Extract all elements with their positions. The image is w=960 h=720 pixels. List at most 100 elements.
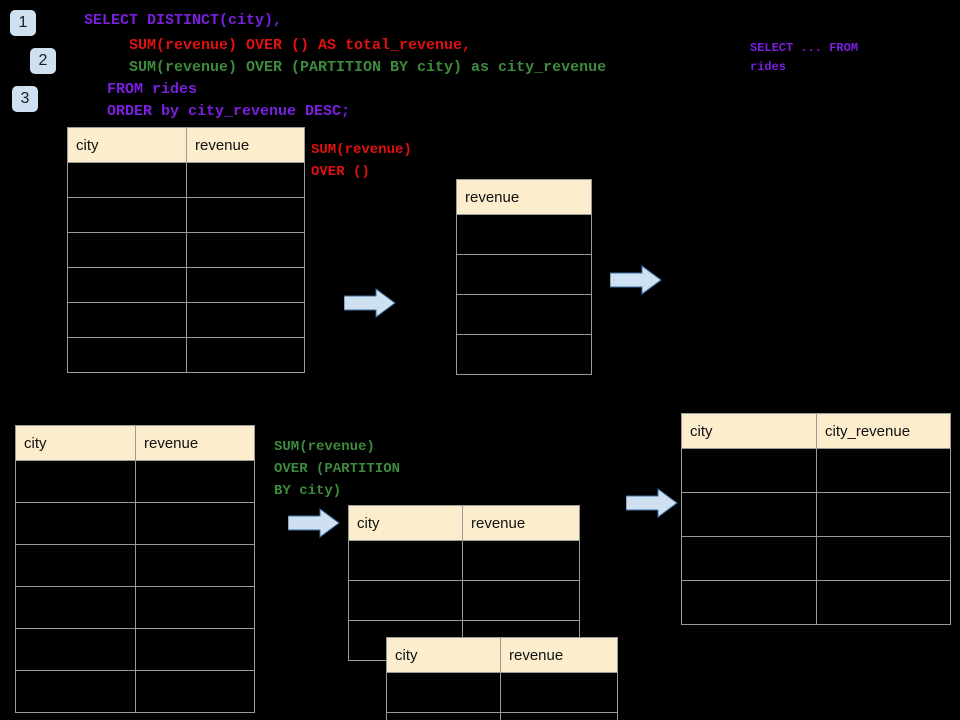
step-badge-2[interactable]: 2 <box>30 48 56 74</box>
table-row <box>15 460 255 503</box>
cell-revenue <box>186 302 305 338</box>
table-row <box>15 628 255 671</box>
table-row <box>456 294 592 335</box>
cell-revenue <box>135 544 255 587</box>
table-header-row: city revenue <box>348 505 580 541</box>
cell-revenue <box>500 672 618 713</box>
table-row <box>456 214 592 255</box>
step-badge-1[interactable]: 1 <box>10 10 36 36</box>
sql-line-city-revenue: SUM(revenue) OVER (PARTITION BY city) as… <box>129 59 607 76</box>
cell-city <box>681 448 817 493</box>
cell-revenue <box>186 232 305 268</box>
cell-revenue <box>135 670 255 713</box>
annotation-city-revenue-line1: SUM(revenue) <box>274 439 375 455</box>
cell-city <box>681 536 817 581</box>
cell-revenue <box>456 214 592 255</box>
column-header-revenue: revenue <box>135 425 255 461</box>
table-row <box>15 502 255 545</box>
column-header-revenue: revenue <box>456 179 592 215</box>
sql-line-select: SELECT DISTINCT(city), <box>84 12 283 29</box>
column-header-revenue: revenue <box>186 127 305 163</box>
column-header-city: city <box>348 505 463 541</box>
cell-city <box>15 670 136 713</box>
cell-city <box>67 197 187 233</box>
table-row <box>681 492 951 537</box>
column-header-revenue: revenue <box>462 505 580 541</box>
table-row <box>67 267 305 303</box>
cell-revenue <box>135 586 255 629</box>
cell-city-revenue <box>816 492 951 537</box>
sql-line-from: FROM rides <box>107 81 198 98</box>
arrow-source-to-total <box>344 288 396 318</box>
step-badge-3[interactable]: 3 <box>12 86 38 112</box>
table-header-row: city revenue <box>386 637 618 673</box>
rides-source-table-bottom: city revenue <box>15 425 255 713</box>
cell-city <box>67 162 187 198</box>
arrow-partition-to-result <box>626 488 678 518</box>
cell-revenue <box>135 628 255 671</box>
cell-revenue <box>456 254 592 295</box>
table-row <box>456 334 592 375</box>
cell-city <box>67 302 187 338</box>
table-row <box>456 254 592 295</box>
table-row <box>67 162 305 198</box>
table-row <box>67 302 305 338</box>
cell-revenue <box>500 712 618 720</box>
table-row <box>67 337 305 373</box>
sql-line-total-revenue: SUM(revenue) OVER () AS total_revenue, <box>129 37 472 54</box>
cell-city <box>67 267 187 303</box>
cell-city-revenue <box>816 536 951 581</box>
arrow-source-to-partition <box>288 508 340 538</box>
table-header-row: city revenue <box>67 127 305 163</box>
partition-group-table-back: city revenue <box>348 505 580 661</box>
cell-revenue <box>186 267 305 303</box>
cell-revenue <box>186 162 305 198</box>
cell-city <box>15 586 136 629</box>
cell-revenue <box>462 580 580 621</box>
table-row <box>386 712 618 720</box>
table-row <box>15 586 255 629</box>
cell-city <box>15 544 136 587</box>
cell-city <box>681 580 817 625</box>
column-header-city: city <box>386 637 501 673</box>
table-row <box>67 232 305 268</box>
table-header-row: city city_revenue <box>681 413 951 449</box>
cell-city <box>386 672 501 713</box>
cell-city-revenue <box>816 580 951 625</box>
column-header-city-revenue: city_revenue <box>816 413 951 449</box>
rides-source-table-top: city revenue <box>67 127 305 373</box>
annotation-total-revenue-line2: OVER () <box>311 164 370 180</box>
table-row <box>681 580 951 625</box>
arrow-total-to-result <box>610 265 662 295</box>
table-row <box>67 197 305 233</box>
table-header-row: city revenue <box>15 425 255 461</box>
table-row <box>386 672 618 713</box>
cell-city <box>67 232 187 268</box>
cell-city <box>348 540 463 581</box>
cell-revenue <box>456 294 592 335</box>
sql-side-note-line2: rides <box>750 60 787 74</box>
table-row <box>681 448 951 493</box>
cell-city <box>67 337 187 373</box>
cell-city-revenue <box>816 448 951 493</box>
cell-city <box>15 628 136 671</box>
cell-city <box>681 492 817 537</box>
table-header-row: revenue <box>456 179 592 215</box>
annotation-city-revenue-line2: OVER (PARTITION <box>274 461 401 477</box>
table-row <box>15 670 255 713</box>
column-header-revenue: revenue <box>500 637 618 673</box>
cell-city <box>15 460 136 503</box>
table-row <box>348 580 580 621</box>
total-revenue-table: revenue <box>456 179 592 375</box>
result-table: city city_revenue <box>681 413 951 625</box>
cell-revenue <box>135 460 255 503</box>
table-row <box>681 536 951 581</box>
partition-group-table-front: city revenue <box>386 637 618 720</box>
column-header-city: city <box>67 127 187 163</box>
cell-revenue <box>186 337 305 373</box>
table-row <box>15 544 255 587</box>
cell-revenue <box>135 502 255 545</box>
annotation-city-revenue-line3: BY city) <box>274 483 342 499</box>
cell-revenue <box>456 334 592 375</box>
